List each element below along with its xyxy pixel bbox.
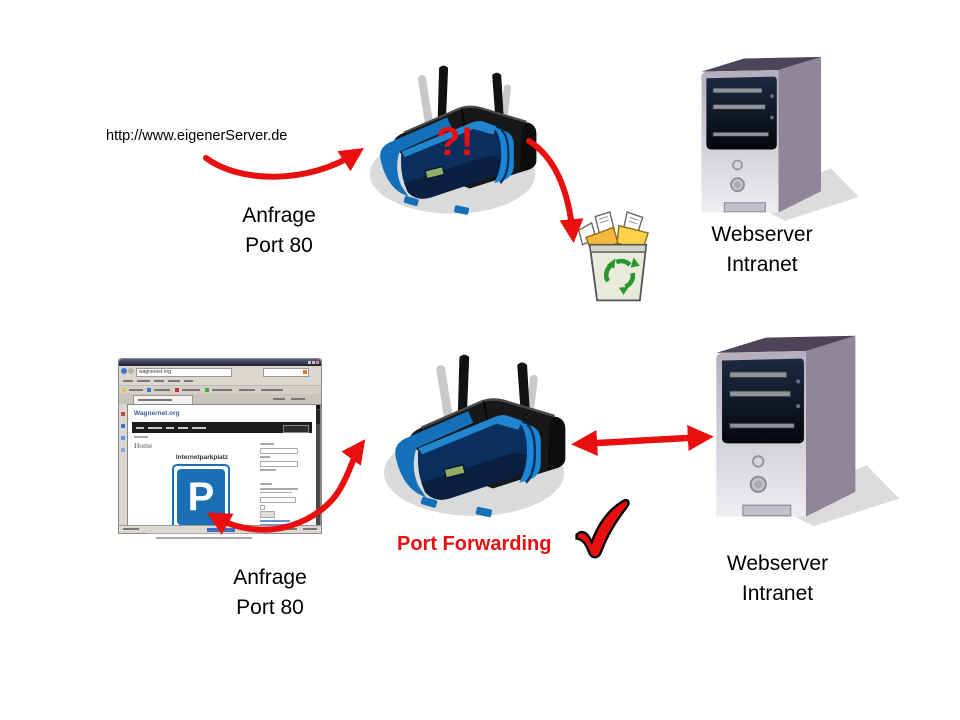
server-label-bottom-line1: Webserver — [726, 552, 829, 575]
scroll-thumb — [316, 410, 320, 424]
browser-side-strip — [119, 404, 127, 526]
browser-tab-bar — [119, 394, 321, 405]
sidebar-icon — [121, 424, 125, 428]
menu-item-bar — [168, 380, 180, 382]
sidebar-icon — [121, 412, 125, 416]
favorite-link-bar — [212, 389, 232, 391]
request-arrow-icon — [203, 148, 365, 180]
favorite-link-bar — [239, 389, 255, 391]
page-heading: Home — [134, 441, 153, 450]
minimize-icon — [308, 361, 311, 364]
forward-icon — [128, 368, 134, 374]
request-label-top-line2: Port 80 — [245, 233, 313, 257]
request-label-bottom: Anfrage Port 80 — [190, 563, 350, 623]
search-icon — [303, 369, 307, 374]
parking-sign-letter: P — [177, 469, 225, 525]
close-icon — [316, 361, 319, 364]
request-label-top-line1: Anfrage — [242, 204, 316, 227]
favorite-site-icon — [175, 388, 179, 392]
widget-label-bar — [260, 483, 272, 485]
favorite-site-icon — [205, 388, 209, 392]
browser-favorites-bar — [119, 385, 321, 395]
widget-input — [260, 448, 298, 454]
tab-title-bar — [138, 399, 172, 401]
server-label-top: Webserver Intranet — [672, 220, 852, 280]
widget-input — [260, 497, 296, 503]
maximize-icon — [312, 361, 315, 364]
browser-status-bar — [119, 525, 321, 533]
toolbar-button-bar — [291, 398, 305, 400]
footer-text-bar — [156, 537, 252, 539]
site-search-box — [283, 424, 309, 433]
back-icon — [121, 368, 127, 374]
server-icon-top — [690, 52, 862, 224]
status-zoom-bar — [283, 528, 297, 530]
article-title: Internetparkplatz — [175, 454, 229, 461]
favorite-star-icon — [122, 388, 126, 392]
sidebar-icon — [121, 436, 125, 440]
search-input — [263, 368, 309, 377]
widget-label-bar — [260, 469, 276, 471]
menu-item-bar — [123, 380, 133, 382]
request-label-bottom-line1: Anfrage — [233, 566, 307, 589]
menu-item-bar — [184, 380, 193, 382]
favorite-link-bar — [129, 389, 143, 391]
nav-item-bar — [192, 427, 206, 429]
server-label-bottom-line2: Intranet — [741, 581, 814, 605]
server-label-bottom: Webserver Intranet — [685, 549, 870, 609]
status-zone-bar — [303, 528, 317, 530]
favorite-link-bar — [261, 389, 283, 391]
page-scrollbar — [316, 405, 320, 525]
widget-link-bar — [260, 520, 290, 522]
widget-input — [260, 461, 298, 467]
browser-menu-bar — [119, 377, 321, 385]
browser-address-bar: wagnernet.org — [119, 366, 321, 377]
site-title: Wagnernet.org — [134, 410, 180, 417]
favorite-link-bar — [182, 389, 200, 391]
widget-label-bar — [260, 456, 270, 458]
request-label-bottom-line2: Port 80 — [236, 595, 304, 619]
router-question-mark: ?! — [436, 120, 474, 164]
browser-window: wagnernet.org — [118, 358, 322, 539]
site-nav-bar — [132, 422, 312, 433]
browser-title-bar — [119, 359, 321, 366]
toolbar-button-bar — [273, 398, 285, 400]
recycle-bin-icon — [577, 210, 659, 306]
widget-text-bar — [260, 488, 298, 490]
server-label-top-line1: Webserver — [711, 223, 813, 246]
widget-button — [260, 511, 275, 518]
address-input: wagnernet.org — [136, 368, 232, 377]
request-url-text: http://www.eigenerServer.de — [106, 128, 288, 144]
menu-item-bar — [137, 380, 150, 382]
status-text-bar — [123, 528, 139, 530]
breadcrumb — [134, 436, 148, 438]
server-icon-bottom — [703, 330, 903, 530]
parking-sign: P — [172, 464, 230, 530]
nav-item-bar — [178, 427, 188, 429]
nav-item-bar — [166, 427, 174, 429]
menu-item-bar — [154, 380, 164, 382]
checkmark-icon — [567, 497, 637, 563]
request-label-top: Anfrage Port 80 — [198, 201, 360, 261]
status-progress — [207, 527, 235, 532]
bidirectional-server-arrow-icon — [571, 425, 714, 456]
router-icon — [382, 344, 578, 534]
port-forwarding-label: Port Forwarding — [397, 533, 552, 555]
widget-text-bar — [260, 491, 292, 493]
widget-checkbox — [260, 505, 265, 510]
sidebar-icon — [121, 448, 125, 452]
widget-label-bar — [260, 443, 274, 445]
browser-page-content: Wagnernet.org Home Internetparkplatz P — [127, 404, 321, 539]
nav-item-bar — [148, 427, 162, 429]
nav-item-bar — [136, 427, 144, 429]
scroll-up-icon — [316, 405, 320, 409]
server-label-top-line2: Intranet — [726, 252, 798, 276]
favorite-link-bar — [154, 389, 170, 391]
favorite-site-icon — [147, 388, 151, 392]
